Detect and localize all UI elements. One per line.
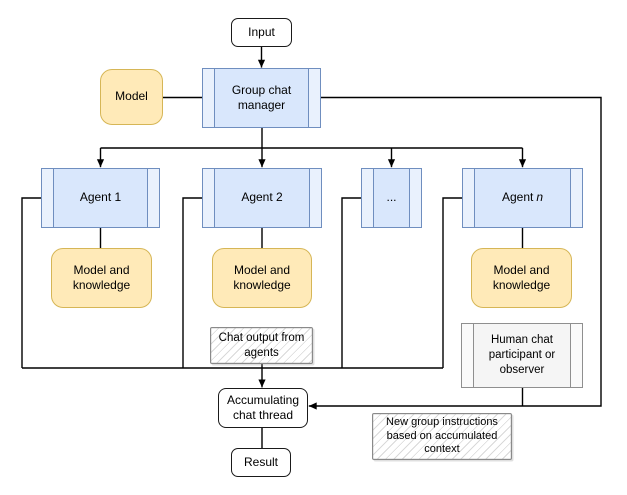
group-chat-manager-node: Group chat manager	[202, 68, 321, 128]
process-bar-left	[462, 324, 474, 387]
input-node: Input	[231, 18, 292, 47]
input-label: Input	[248, 24, 275, 39]
edge-more-agents-output	[341, 197, 361, 368]
model-knowledge-1-label: Model and knowledge	[72, 262, 131, 292]
model-knowledge-2-node: Model and knowledge	[212, 248, 312, 308]
process-bar-right	[309, 169, 321, 227]
chat-output-note-label: Chat output from agents	[218, 332, 305, 359]
model-node: Model	[100, 69, 163, 125]
agent-1-label: Agent 1	[79, 190, 122, 205]
group-chat-manager-label: Group chat manager	[231, 82, 292, 112]
edge-manager-loop-to-thread	[308, 96, 602, 410]
more-agents-label: ...	[386, 190, 397, 205]
accumulating-thread-node: Accumulating chat thread	[218, 388, 308, 428]
agent-2-label: Agent 2	[241, 190, 283, 205]
agent-2-node: Agent 2	[202, 168, 322, 228]
agent-n-label-variable: n	[536, 190, 544, 205]
agent-n-label-prefix: Agent	[501, 190, 534, 205]
edge-agentn-output	[442, 197, 462, 368]
process-bar-right	[570, 324, 582, 387]
process-bar-right	[570, 169, 582, 227]
chat-output-note: Chat output from agents	[210, 327, 313, 364]
human-participant-label: Human chat participant or observer	[488, 334, 556, 376]
model-knowledge-2-label: Model and knowledge	[233, 262, 291, 292]
process-bar-left	[203, 169, 215, 227]
result-node: Result	[231, 448, 291, 477]
new-instructions-note-label: New group instructions based on accumula…	[386, 415, 498, 456]
process-bar-right	[308, 69, 320, 127]
model-knowledge-n-node: Model and knowledge	[471, 248, 572, 308]
model-knowledge-n-label: Model and knowledge	[492, 262, 551, 292]
edge-agent1-output	[21, 197, 41, 368]
more-agents-node: ...	[361, 168, 422, 228]
agent-1-node: Agent 1	[41, 168, 160, 228]
process-bar-left	[362, 169, 374, 227]
accumulating-thread-label: Accumulating chat thread	[226, 392, 300, 422]
process-bar-left	[463, 169, 475, 227]
process-bar-left	[203, 69, 215, 127]
new-instructions-note: New group instructions based on accumula…	[372, 413, 512, 460]
result-label: Result	[243, 454, 278, 469]
human-participant-node: Human chat participant or observer	[461, 323, 583, 388]
process-bar-left	[42, 169, 54, 227]
process-bar-right	[147, 169, 159, 227]
model-knowledge-1-node: Model and knowledge	[51, 248, 152, 308]
process-bar-right	[409, 169, 421, 227]
edge-agent2-output	[182, 197, 202, 368]
model-label: Model	[115, 89, 148, 104]
